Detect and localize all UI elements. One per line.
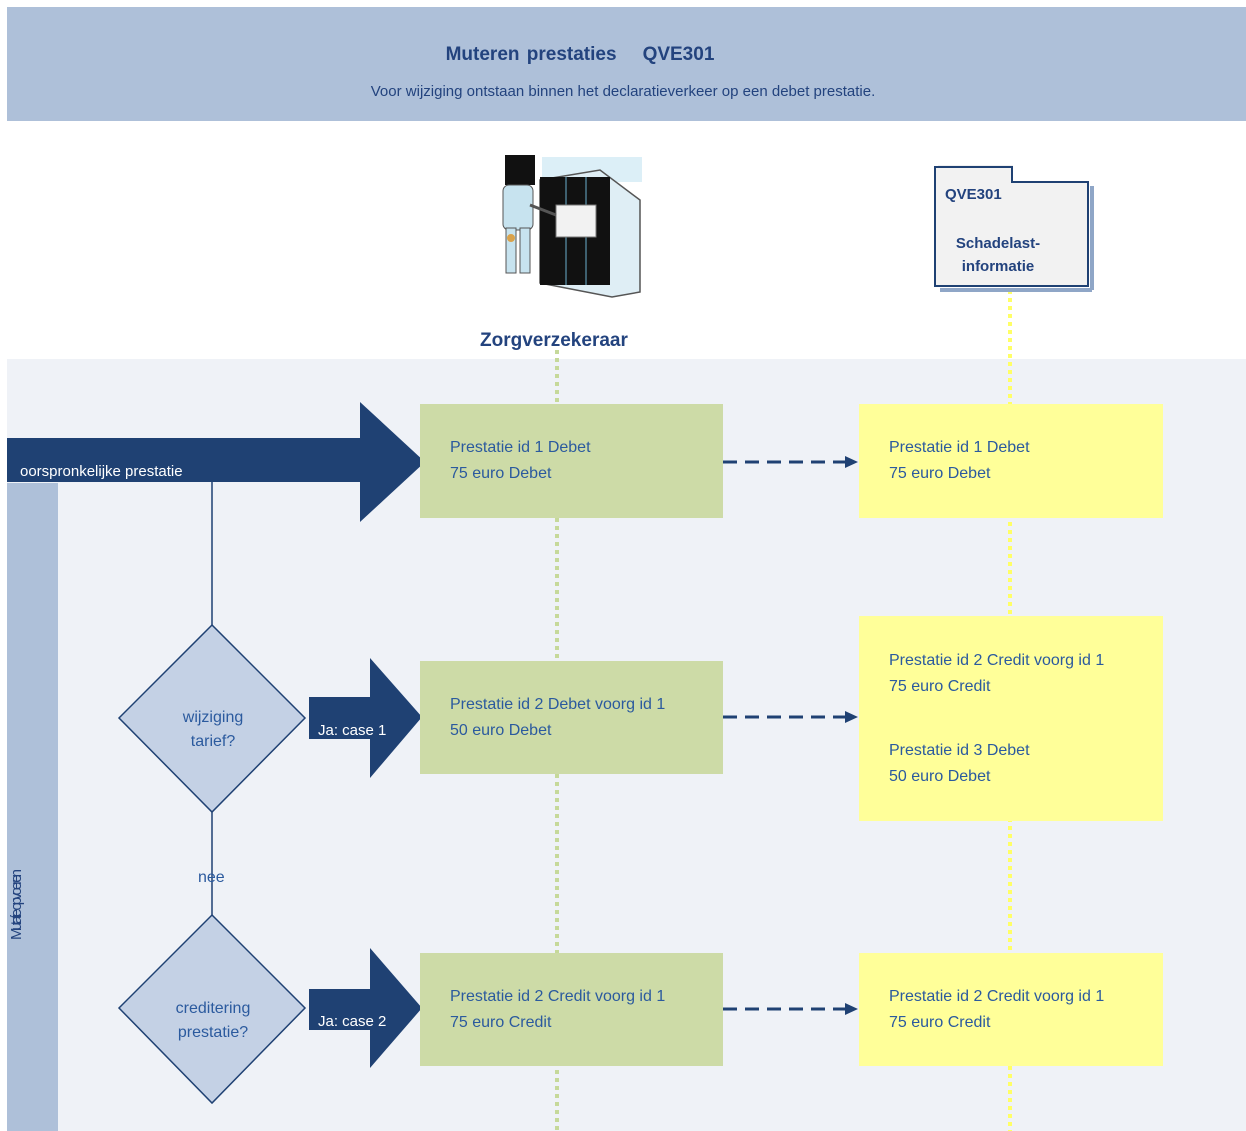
decision-diamond-2	[117, 913, 307, 1105]
title-code: QVE301	[642, 44, 715, 65]
document-box-2-line2: 75 euro Credit	[889, 677, 991, 695]
document-code: QVE301	[945, 186, 1002, 203]
document-box-2: Prestatie id 2 Credit voorg id 1 75 euro…	[859, 616, 1163, 821]
decision-2-text: creditering prestatie?	[140, 997, 286, 1045]
document-name-line1: Schadelast-	[955, 235, 1041, 252]
document-icon	[934, 165, 1094, 292]
side-bar	[7, 483, 58, 1131]
actor-box-3: Prestatie id 2 Credit voorg id 1 75 euro…	[420, 953, 723, 1066]
actor-box-1-line1: Prestatie id 1 Debet	[450, 439, 591, 456]
document-box-2-line3: Prestatie id 3 Debet	[889, 741, 1030, 759]
document-name: Schadelast- informatie	[938, 232, 1058, 278]
document-box-1-line2: 75 euro Debet	[889, 465, 991, 482]
page-title: Muteren prestaties QVE301	[0, 44, 1160, 66]
case2-arrow	[309, 948, 422, 1068]
decision-1-line1: wijziging	[182, 709, 244, 726]
document-box-2-line4: 50 euro Debet	[889, 767, 991, 785]
actor-box-1-line2: 75 euro Debet	[450, 465, 552, 482]
actor-box-1: Prestatie id 1 Debet 75 euro Debet	[420, 404, 723, 518]
input-arrow-label: oorspronkelijke prestatie	[20, 463, 183, 480]
actor-box-2: Prestatie id 2 Debet voorg id 1 50 euro …	[420, 661, 723, 774]
decision-diamond-1	[117, 623, 307, 814]
page-subtitle: Voor wijziging ontstaan binnen het decla…	[370, 83, 876, 100]
case1-label: Ja: case 1	[318, 722, 387, 739]
document-box-2-line1: Prestatie id 2 Credit voorg id 1	[889, 651, 1105, 669]
actor-box-3-line1: Prestatie id 2 Credit voorg id 1	[450, 987, 666, 1005]
document-box-1: Prestatie id 1 Debet 75 euro Debet	[859, 404, 1163, 518]
document-name-line2: informatie	[961, 258, 1035, 275]
document-box-3-line2: 75 euro Credit	[889, 1013, 991, 1031]
decision-1-text: wijziging tarief?	[140, 706, 286, 754]
input-arrow	[7, 402, 425, 522]
title-text: Muteren prestaties	[445, 44, 617, 65]
no-label: nee	[198, 869, 225, 886]
decision-2-line2: prestatie?	[177, 1024, 249, 1041]
decision-1-line2: tarief?	[190, 733, 236, 750]
actor-box-2-line2: 50 euro Debet	[450, 721, 552, 739]
case1-arrow	[309, 658, 422, 778]
actor-box-3-line2: 75 euro Credit	[450, 1013, 552, 1031]
actor-box-2-line1: Prestatie id 2 Debet voorg id 1	[450, 695, 666, 713]
decision-2-line1: creditering	[175, 1000, 251, 1017]
person-at-computer-icon	[497, 155, 642, 298]
case2-label: Ja: case 2	[318, 1013, 387, 1030]
document-box-2-spacer	[889, 700, 1163, 738]
document-box-3: Prestatie id 2 Credit voorg id 1 75 euro…	[859, 953, 1163, 1066]
document-box-3-line1: Prestatie id 2 Credit voorg id 1	[889, 987, 1105, 1005]
header-band	[7, 7, 1246, 121]
actor-label: Zorgverzekeraar	[480, 330, 628, 351]
document-box-1-line1: Prestatie id 1 Debet	[889, 439, 1030, 456]
